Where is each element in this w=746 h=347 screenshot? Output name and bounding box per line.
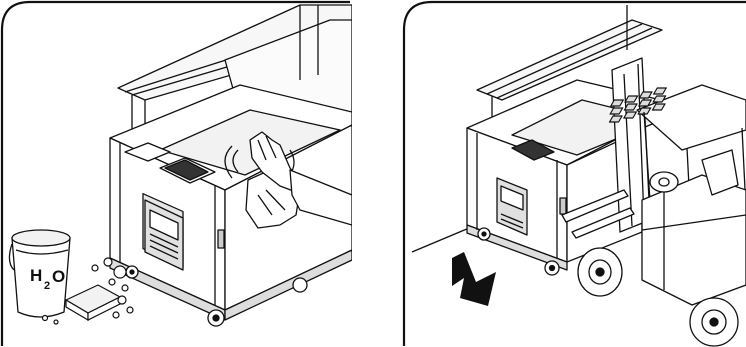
bucket-label-subscript: 2 — [44, 281, 50, 292]
bucket-label-o: O — [52, 268, 65, 285]
display-counter — [110, 5, 352, 326]
forklift-illustration-panel — [402, 0, 746, 347]
overhead-guard — [637, 85, 746, 150]
cleaning-illustration — [0, 0, 352, 347]
down-arrow — [452, 252, 496, 306]
bucket-label-h: H — [30, 267, 42, 284]
forklift-body — [642, 175, 746, 305]
forklift-illustration — [402, 0, 746, 347]
cleaning-illustration-panel: H 2 O — [0, 0, 352, 347]
